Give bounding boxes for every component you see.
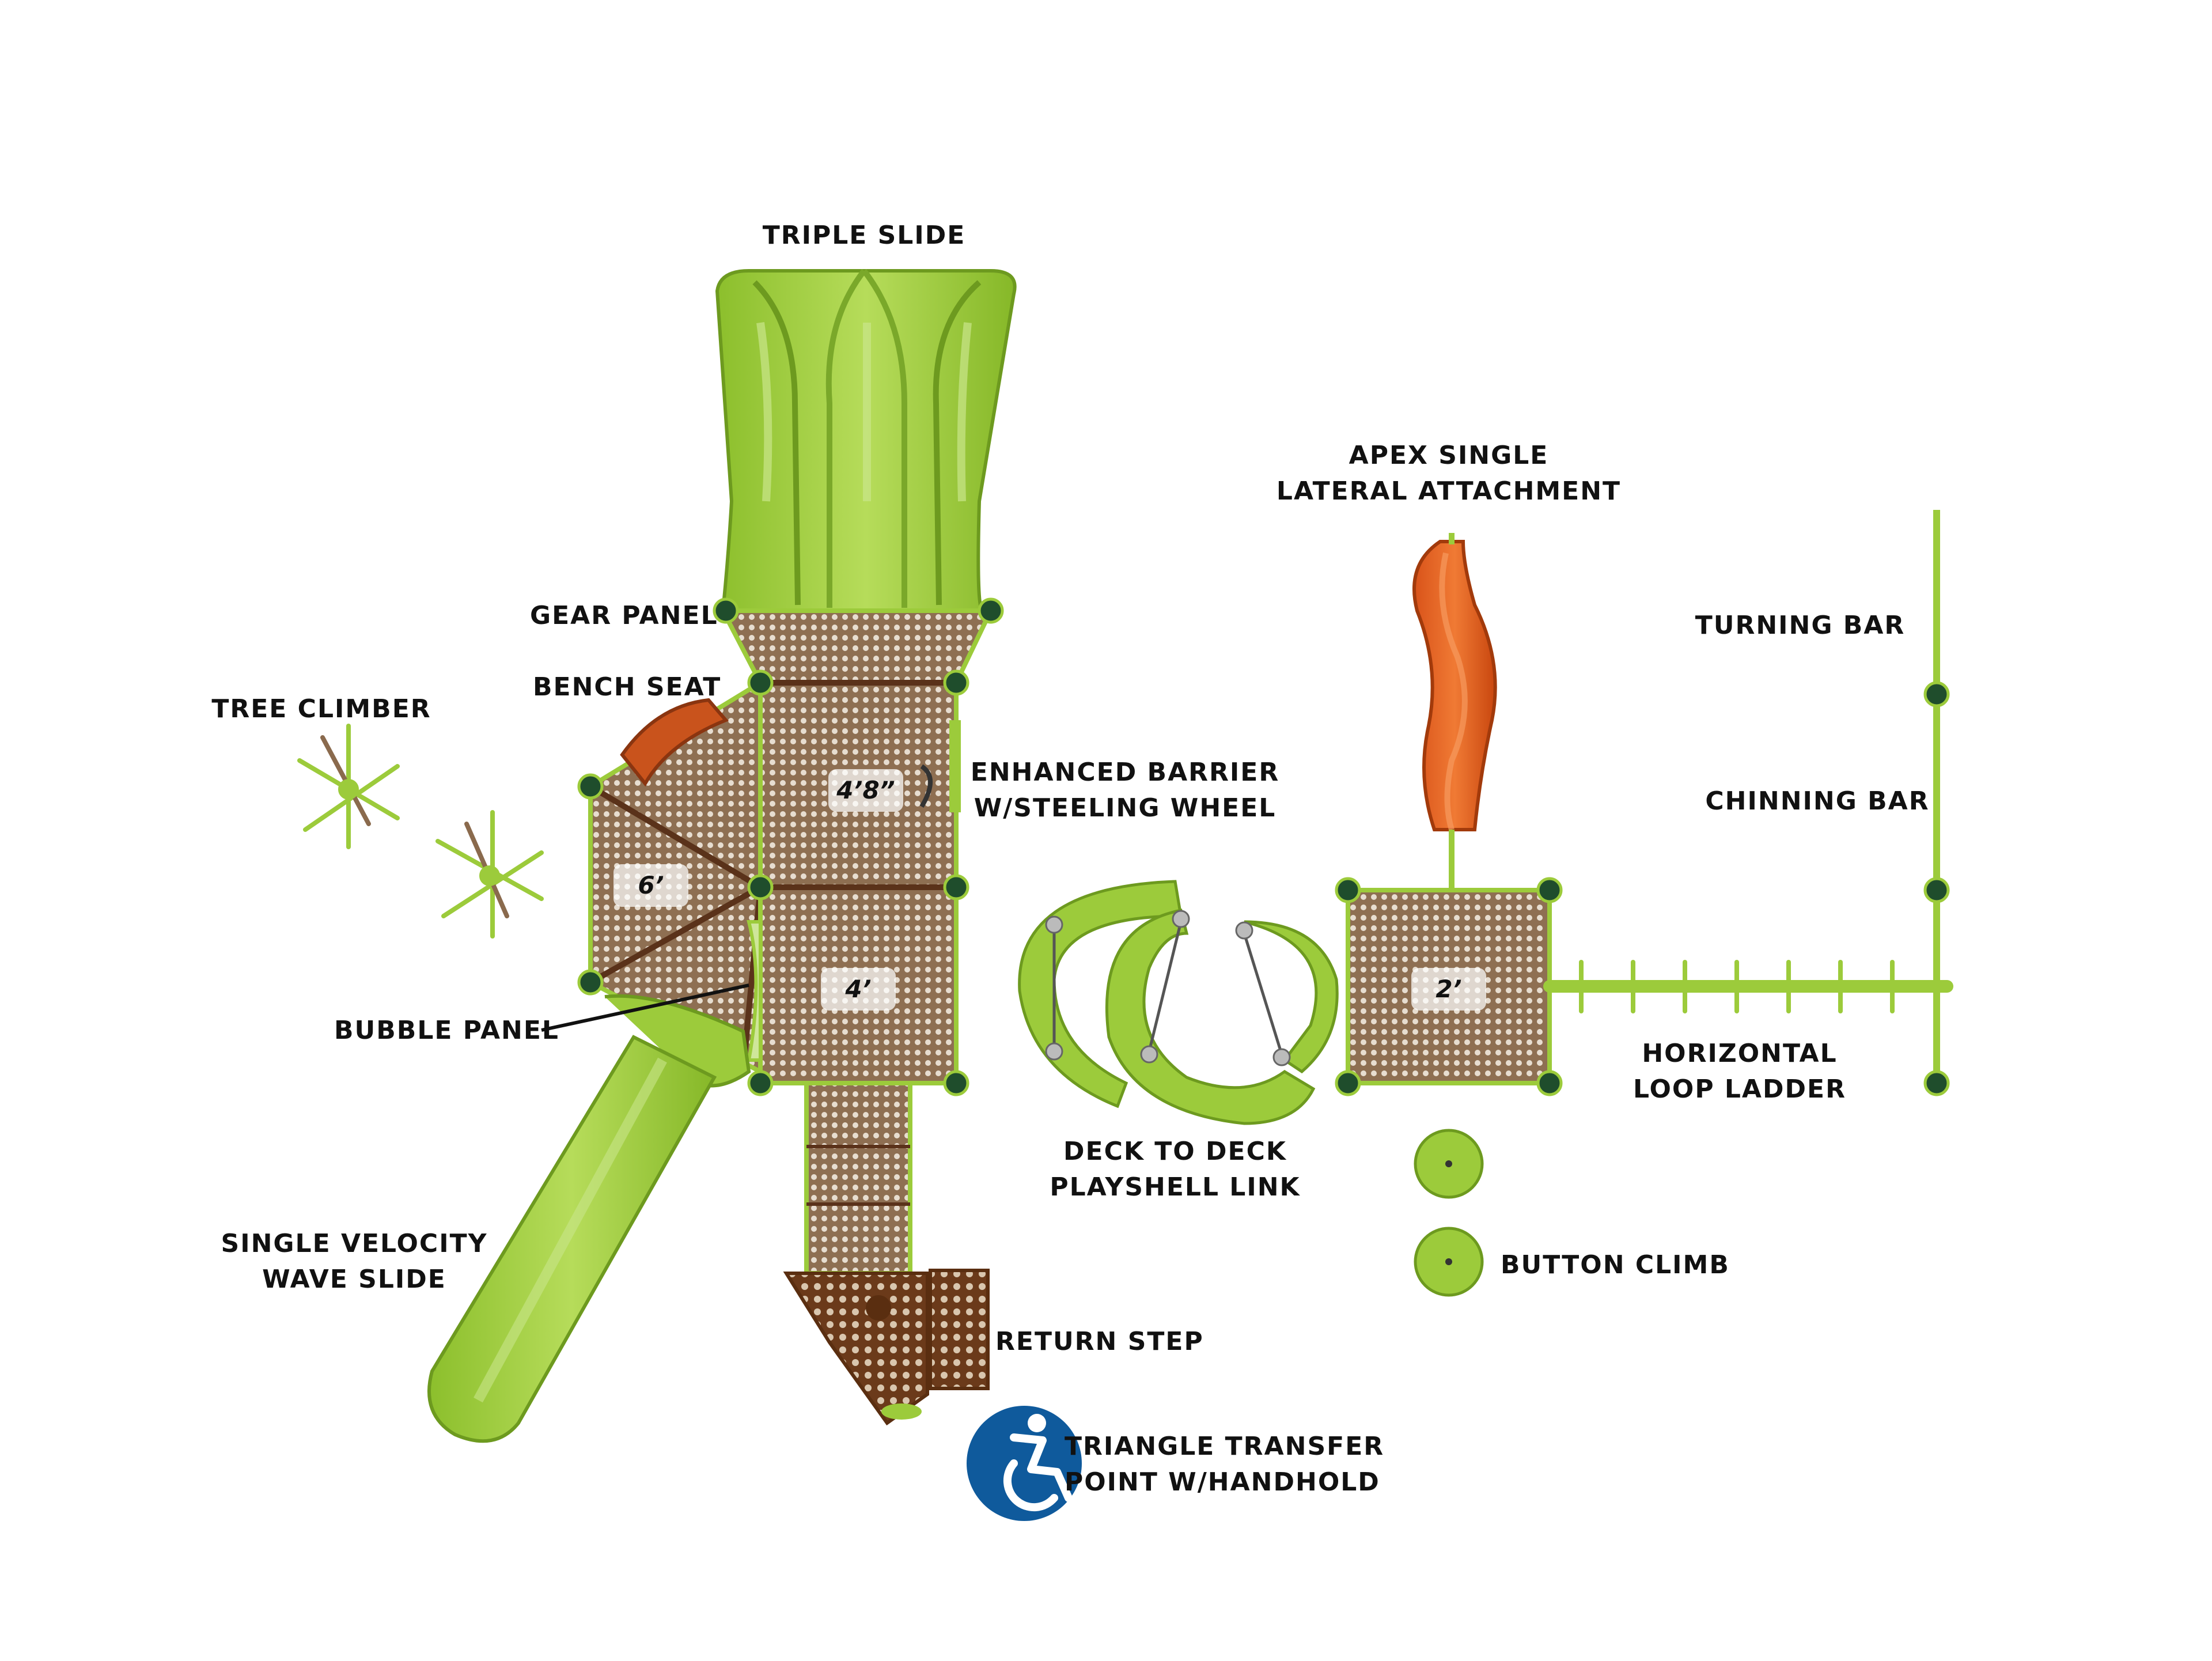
label-apex-single-line2: LATERAL ATTACHMENT [1276,476,1622,506]
label-playshell-link-line2: PLAYSHELL LINK [1050,1172,1301,1202]
label-horizontal-ladder-line1: HORIZONTAL [1642,1039,1838,1068]
label-enhanced-barrier-line2: W/STEELING WHEEL [974,793,1277,823]
label-enhanced-barrier: ENHANCED BARRIER W/STEELING WHEEL [971,755,1293,826]
tree-climber-2 [435,810,544,939]
bench-seat [620,698,729,787]
label-turning-bar: TURNING BAR [1695,611,1906,640]
label-horizontal-ladder-line2: LOOP LADDER [1633,1074,1846,1104]
accessibility-icon [967,1406,1082,1521]
label-triangle-transfer-line2: POINT W/HANDHOLD [1065,1467,1380,1497]
label-playshell-link-line1: DECK TO DECK [1063,1137,1287,1166]
label-single-velocity-line2: WAVE SLIDE [262,1265,446,1294]
label-bubble-panel: BUBBLE PANEL [334,1016,559,1045]
tree-climber-1 [297,724,400,849]
stairs [804,1081,912,1276]
label-triangle-transfer-line1: TRIANGLE TRANSFER [1065,1432,1385,1461]
triple-slide [715,268,1017,612]
horizontal-loop-ladder [1543,960,1953,1013]
steering-wheel [919,720,961,812]
turning-chinning-bar [1923,510,1950,1096]
label-horizontal-ladder: HORIZONTAL LOOP LADDER [1633,1036,1953,1107]
deck-height-right: 2’ [1411,968,1486,1011]
label-triple-slide: TRIPLE SLIDE [762,221,966,250]
label-enhanced-barrier-line1: ENHANCED BARRIER [970,758,1280,787]
label-single-velocity: SINGLE VELOCITY WAVE SLIDE [221,1226,621,1297]
return-step [783,1269,990,1426]
label-apex-single: APEX SINGLE LATERAL ATTACHMENT [1277,438,1793,509]
deck-height-lower: 4’ [821,968,896,1011]
deck-height-left: 6’ [613,864,688,907]
label-button-climb: BUTTON CLIMB [1501,1250,1730,1280]
label-tree-climber: TREE CLIMBER [211,694,431,724]
button-climb [1414,1129,1484,1297]
label-playshell-link: DECK TO DECK PLAYSHELL LINK [1050,1134,1426,1205]
playshell-link [1018,880,1339,1125]
single-velocity-wave-slide [427,994,751,1443]
label-gear-panel: GEAR PANEL [530,601,718,630]
deck-height-upper: 4’8” [828,769,903,812]
posts [577,597,1004,1096]
label-single-velocity-line1: SINGLE VELOCITY [221,1229,488,1258]
bubble-panel-pointer [541,983,749,1032]
label-triangle-transfer: TRIANGLE TRANSFER POINT W/HANDHOLD [1065,1429,1384,1500]
label-chinning-bar: CHINNING BAR [1705,786,1930,816]
label-return-step: RETURN STEP [995,1327,1204,1356]
apex-single-lateral-attachment [1412,533,1497,890]
label-apex-single-line1: APEX SINGLE [1349,441,1549,470]
label-bench-seat: BENCH SEAT [533,672,722,702]
